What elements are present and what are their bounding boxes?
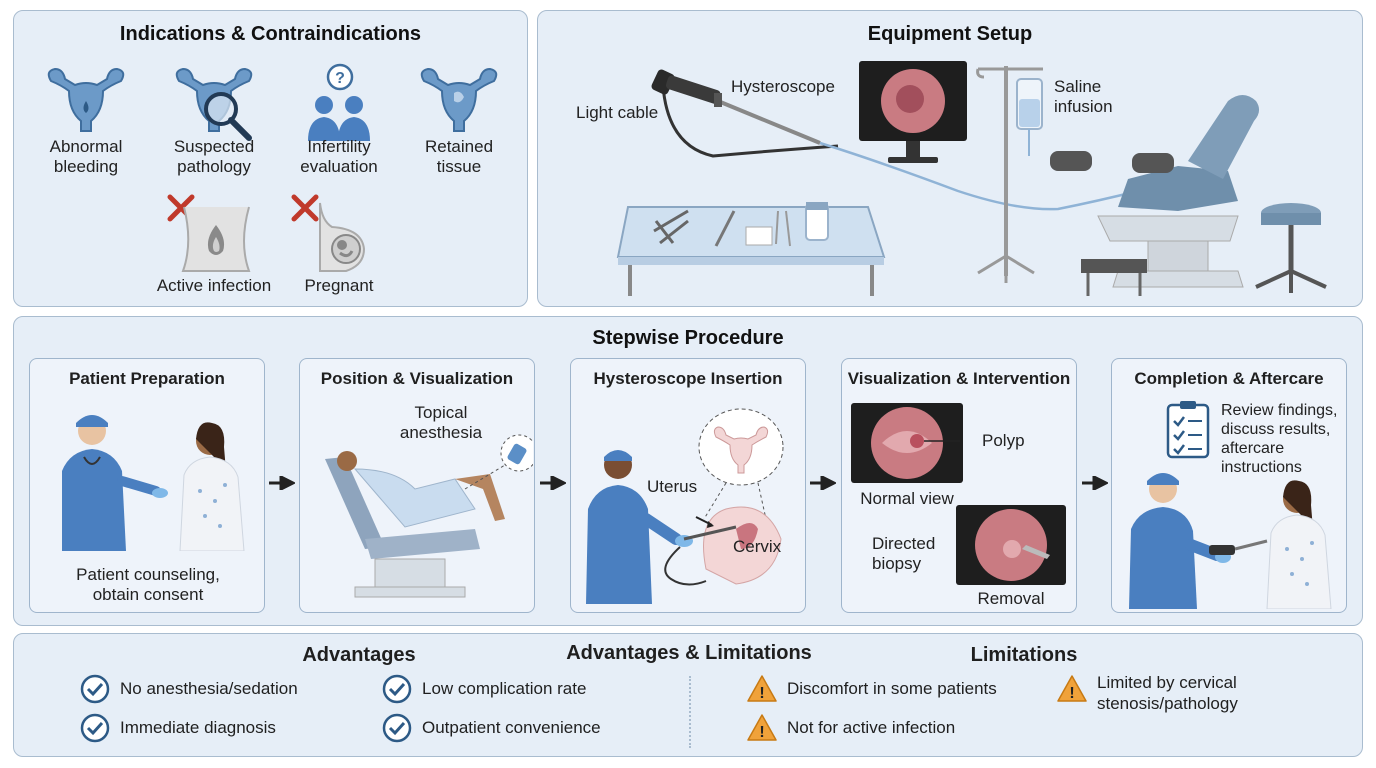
- indication-4-line2: tissue: [436, 157, 482, 176]
- indication-2-line1: Suspected: [173, 137, 255, 156]
- step-5-note-line2: discuss results,: [1221, 421, 1331, 438]
- step-card-visualization-intervention: Visualization & Intervention Polyp Norma…: [841, 358, 1077, 613]
- step-3-title: Hysteroscope Insertion: [593, 369, 783, 388]
- uterus-tissue-icon: [420, 67, 498, 132]
- arrow-icon: [269, 476, 295, 490]
- removal-label: Removal: [977, 589, 1045, 608]
- limitation-1: Discomfort in some patients: [787, 679, 997, 698]
- svg-text:!: !: [759, 685, 764, 702]
- limitations-heading: Limitations: [970, 644, 1078, 666]
- advantage-2: Low complication rate: [422, 679, 587, 698]
- uterus-magnifier-icon: [175, 67, 253, 141]
- step-2-title: Position & Visualization: [320, 369, 514, 388]
- svg-text:!: !: [1069, 685, 1074, 702]
- check-circle-icon: [382, 674, 412, 704]
- limitation-2-line1: Limited by cervical: [1097, 673, 1237, 692]
- indication-3-line2: evaluation: [300, 157, 378, 176]
- equipment-panel: Equipment Setup: [537, 10, 1363, 307]
- advantage-4: Outpatient convenience: [422, 718, 601, 737]
- polyp-label: Polyp: [982, 431, 1025, 450]
- uterus-bleeding-icon: [47, 67, 125, 132]
- arrow-icon: [1082, 476, 1108, 490]
- equipment-illustration: [616, 61, 1327, 296]
- contraindication-1-label: Active infection: [156, 276, 272, 295]
- step-1-caption-line1: Patient counseling,: [76, 565, 220, 584]
- pregnant-icon: [319, 202, 366, 272]
- doctor-patient-icon: [62, 415, 245, 551]
- svg-text:?: ?: [335, 70, 345, 87]
- patient-chair-icon: [325, 434, 533, 598]
- warning-icon: !: [1057, 675, 1087, 702]
- advantages-heading: Advantages: [302, 644, 416, 666]
- stool-icon: [1255, 203, 1327, 293]
- step-5-note-line3: aftercare: [1221, 440, 1285, 457]
- step-5-title: Completion & Aftercare: [1134, 369, 1324, 388]
- normal-view-label: Normal view: [860, 489, 954, 508]
- indication-2-line2: pathology: [177, 157, 251, 176]
- step-1-caption-line2: obtain consent: [92, 585, 204, 604]
- indication-4-line1: Retained: [424, 137, 494, 156]
- equipment-title: Equipment Setup: [867, 23, 1033, 45]
- step-card-patient-preparation: Patient Preparation Patient counseling,o…: [29, 358, 265, 613]
- advantages-limitations-title: Advantages & Limitations: [566, 642, 812, 664]
- warning-icon: !: [747, 675, 777, 702]
- scope-views-illustration: [851, 403, 1066, 585]
- exam-chair-icon: [1050, 95, 1260, 296]
- warning-icon: !: [747, 714, 777, 741]
- check-circle-icon: [80, 674, 110, 704]
- pelvis-infection-icon: [181, 206, 251, 272]
- svg-text:!: !: [759, 724, 764, 741]
- directed-biopsy-line1: Directed: [872, 534, 936, 553]
- indication-3-line1: Infertility: [307, 137, 371, 156]
- directed-biopsy-line2: biopsy: [872, 554, 922, 573]
- indication-1-line2: bleeding: [53, 157, 119, 176]
- monitor-icon: [859, 61, 967, 163]
- indication-1-line1: Abnormal: [49, 137, 123, 156]
- light-cable-label: Light cable: [576, 103, 659, 122]
- contraindication-2-label: Pregnant: [304, 276, 374, 295]
- step-5-note-line1: Review findings,: [1221, 402, 1338, 419]
- indications-panel: Indications & Contraindications Abnormal…: [13, 10, 528, 307]
- advantage-3: Immediate diagnosis: [120, 718, 276, 737]
- step-5-note-line4: instructions: [1221, 459, 1302, 476]
- saline-label-line1: Saline: [1054, 77, 1102, 96]
- step-2-label-line2: anesthesia: [399, 423, 483, 442]
- hysteroscope-icon: [651, 69, 821, 145]
- step-1-title: Patient Preparation: [69, 369, 225, 388]
- saline-label-line2: infusion: [1054, 97, 1113, 116]
- step-4-title: Visualization & Intervention: [847, 369, 1071, 388]
- arrow-icon: [540, 476, 566, 490]
- advantages-limitations-panel: Advantages & Limitations Advantages Limi…: [13, 633, 1363, 757]
- cervix-label: Cervix: [733, 537, 782, 556]
- doctor-patient-discussion-icon: [1129, 473, 1332, 609]
- uterus-label: Uterus: [647, 477, 698, 496]
- check-circle-icon: [80, 713, 110, 743]
- procedure-title: Stepwise Procedure: [592, 327, 784, 349]
- hysteroscope-label: Hysteroscope: [731, 77, 835, 96]
- check-circle-icon: [382, 713, 412, 743]
- iv-pole-icon: [976, 66, 1043, 283]
- cross-icon: [291, 194, 319, 222]
- limitation-2-line2: stenosis/pathology: [1097, 694, 1238, 713]
- advantage-1: No anesthesia/sedation: [120, 679, 298, 698]
- indications-title: Indications & Contraindications: [119, 23, 422, 45]
- instrument-table-icon: [616, 202, 886, 296]
- arrow-icon: [810, 476, 836, 490]
- insertion-illustration: [586, 408, 784, 604]
- clipboard-icon: [1166, 401, 1210, 459]
- step-card-hysteroscope-insertion: Hysteroscope Insertion Uterus Cervix: [570, 358, 806, 613]
- divider: [689, 676, 691, 748]
- limitation-3: Not for active infection: [787, 718, 956, 737]
- step-card-completion-aftercare: Completion & Aftercare Review findings, …: [1111, 358, 1347, 613]
- step-2-label-line1: Topical: [414, 403, 468, 422]
- couple-question-icon: ?: [308, 63, 370, 141]
